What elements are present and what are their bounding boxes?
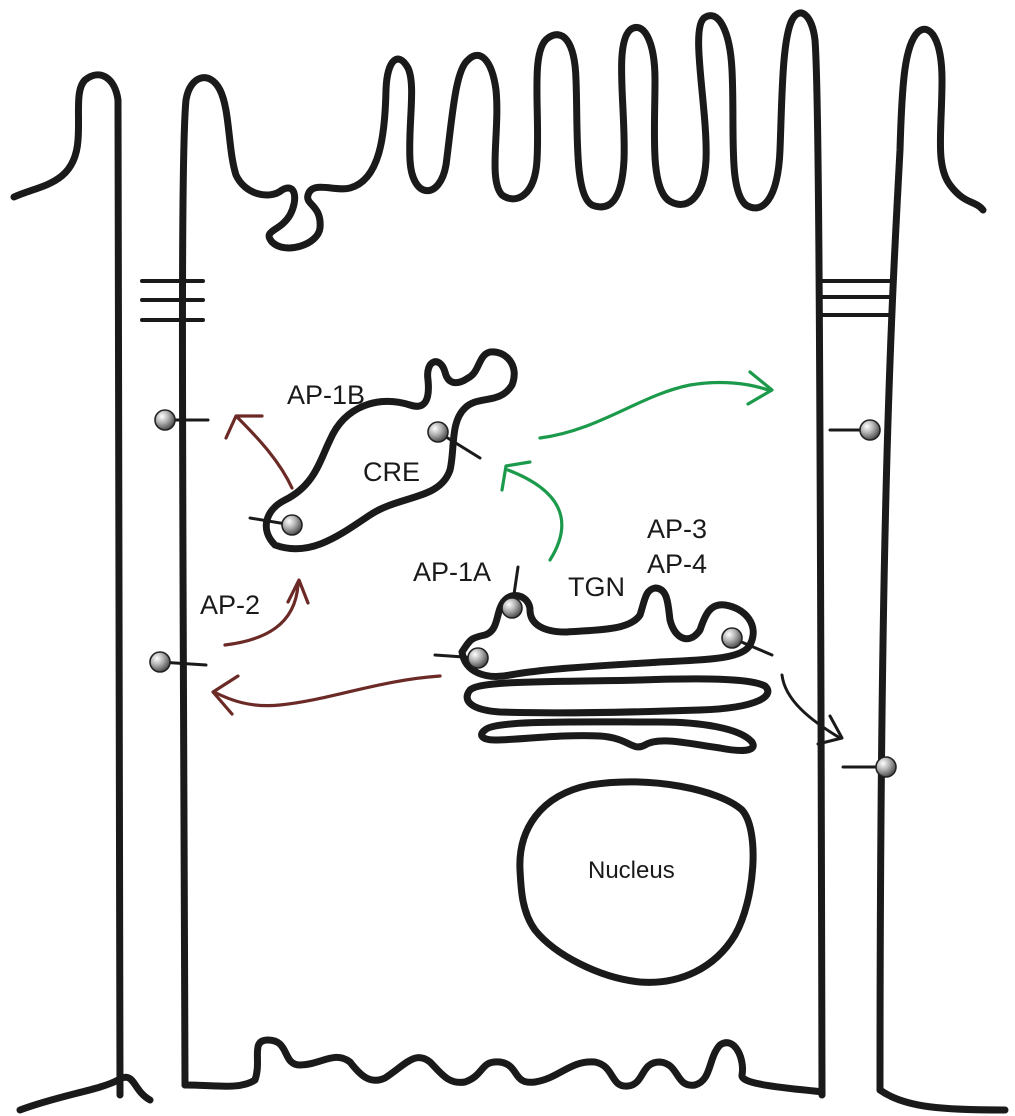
receptor-left-lower: [150, 652, 206, 672]
label-ap1b: AP-1B: [287, 380, 365, 410]
golgi-cisterna-2: [482, 722, 754, 751]
arrow-tgn-to-basolateral: [213, 676, 440, 714]
golgi-cisterna-1: [467, 679, 768, 713]
arrow-cre-to-basolateral: [226, 416, 292, 488]
label-tgn: TGN: [568, 572, 625, 602]
tight-junction-right: [822, 281, 892, 315]
arrow-cre-to-apical: [540, 372, 772, 438]
apical-membrane: [14, 75, 120, 1095]
basal-membrane: [20, 1040, 1005, 1110]
right-apical-microvillus: [880, 29, 983, 1090]
arrow-tgn-to-right: [782, 675, 842, 744]
label-cre: CRE: [363, 457, 420, 487]
tight-junction-left: [142, 281, 203, 320]
label-ap1a: AP-1A: [413, 557, 491, 587]
receptor-right-lower: [843, 757, 896, 777]
label-ap4: AP-4: [647, 549, 707, 579]
receptor-right-upper: [830, 420, 880, 440]
label-nucleus: Nucleus: [588, 857, 675, 884]
label-ap3: AP-3: [647, 514, 707, 544]
receptor-cre-lower: [250, 515, 302, 535]
apical-microvilli: [182, 13, 822, 1095]
label-ap2: AP-2: [200, 590, 260, 620]
arrow-tgn-to-cre: [502, 462, 562, 560]
